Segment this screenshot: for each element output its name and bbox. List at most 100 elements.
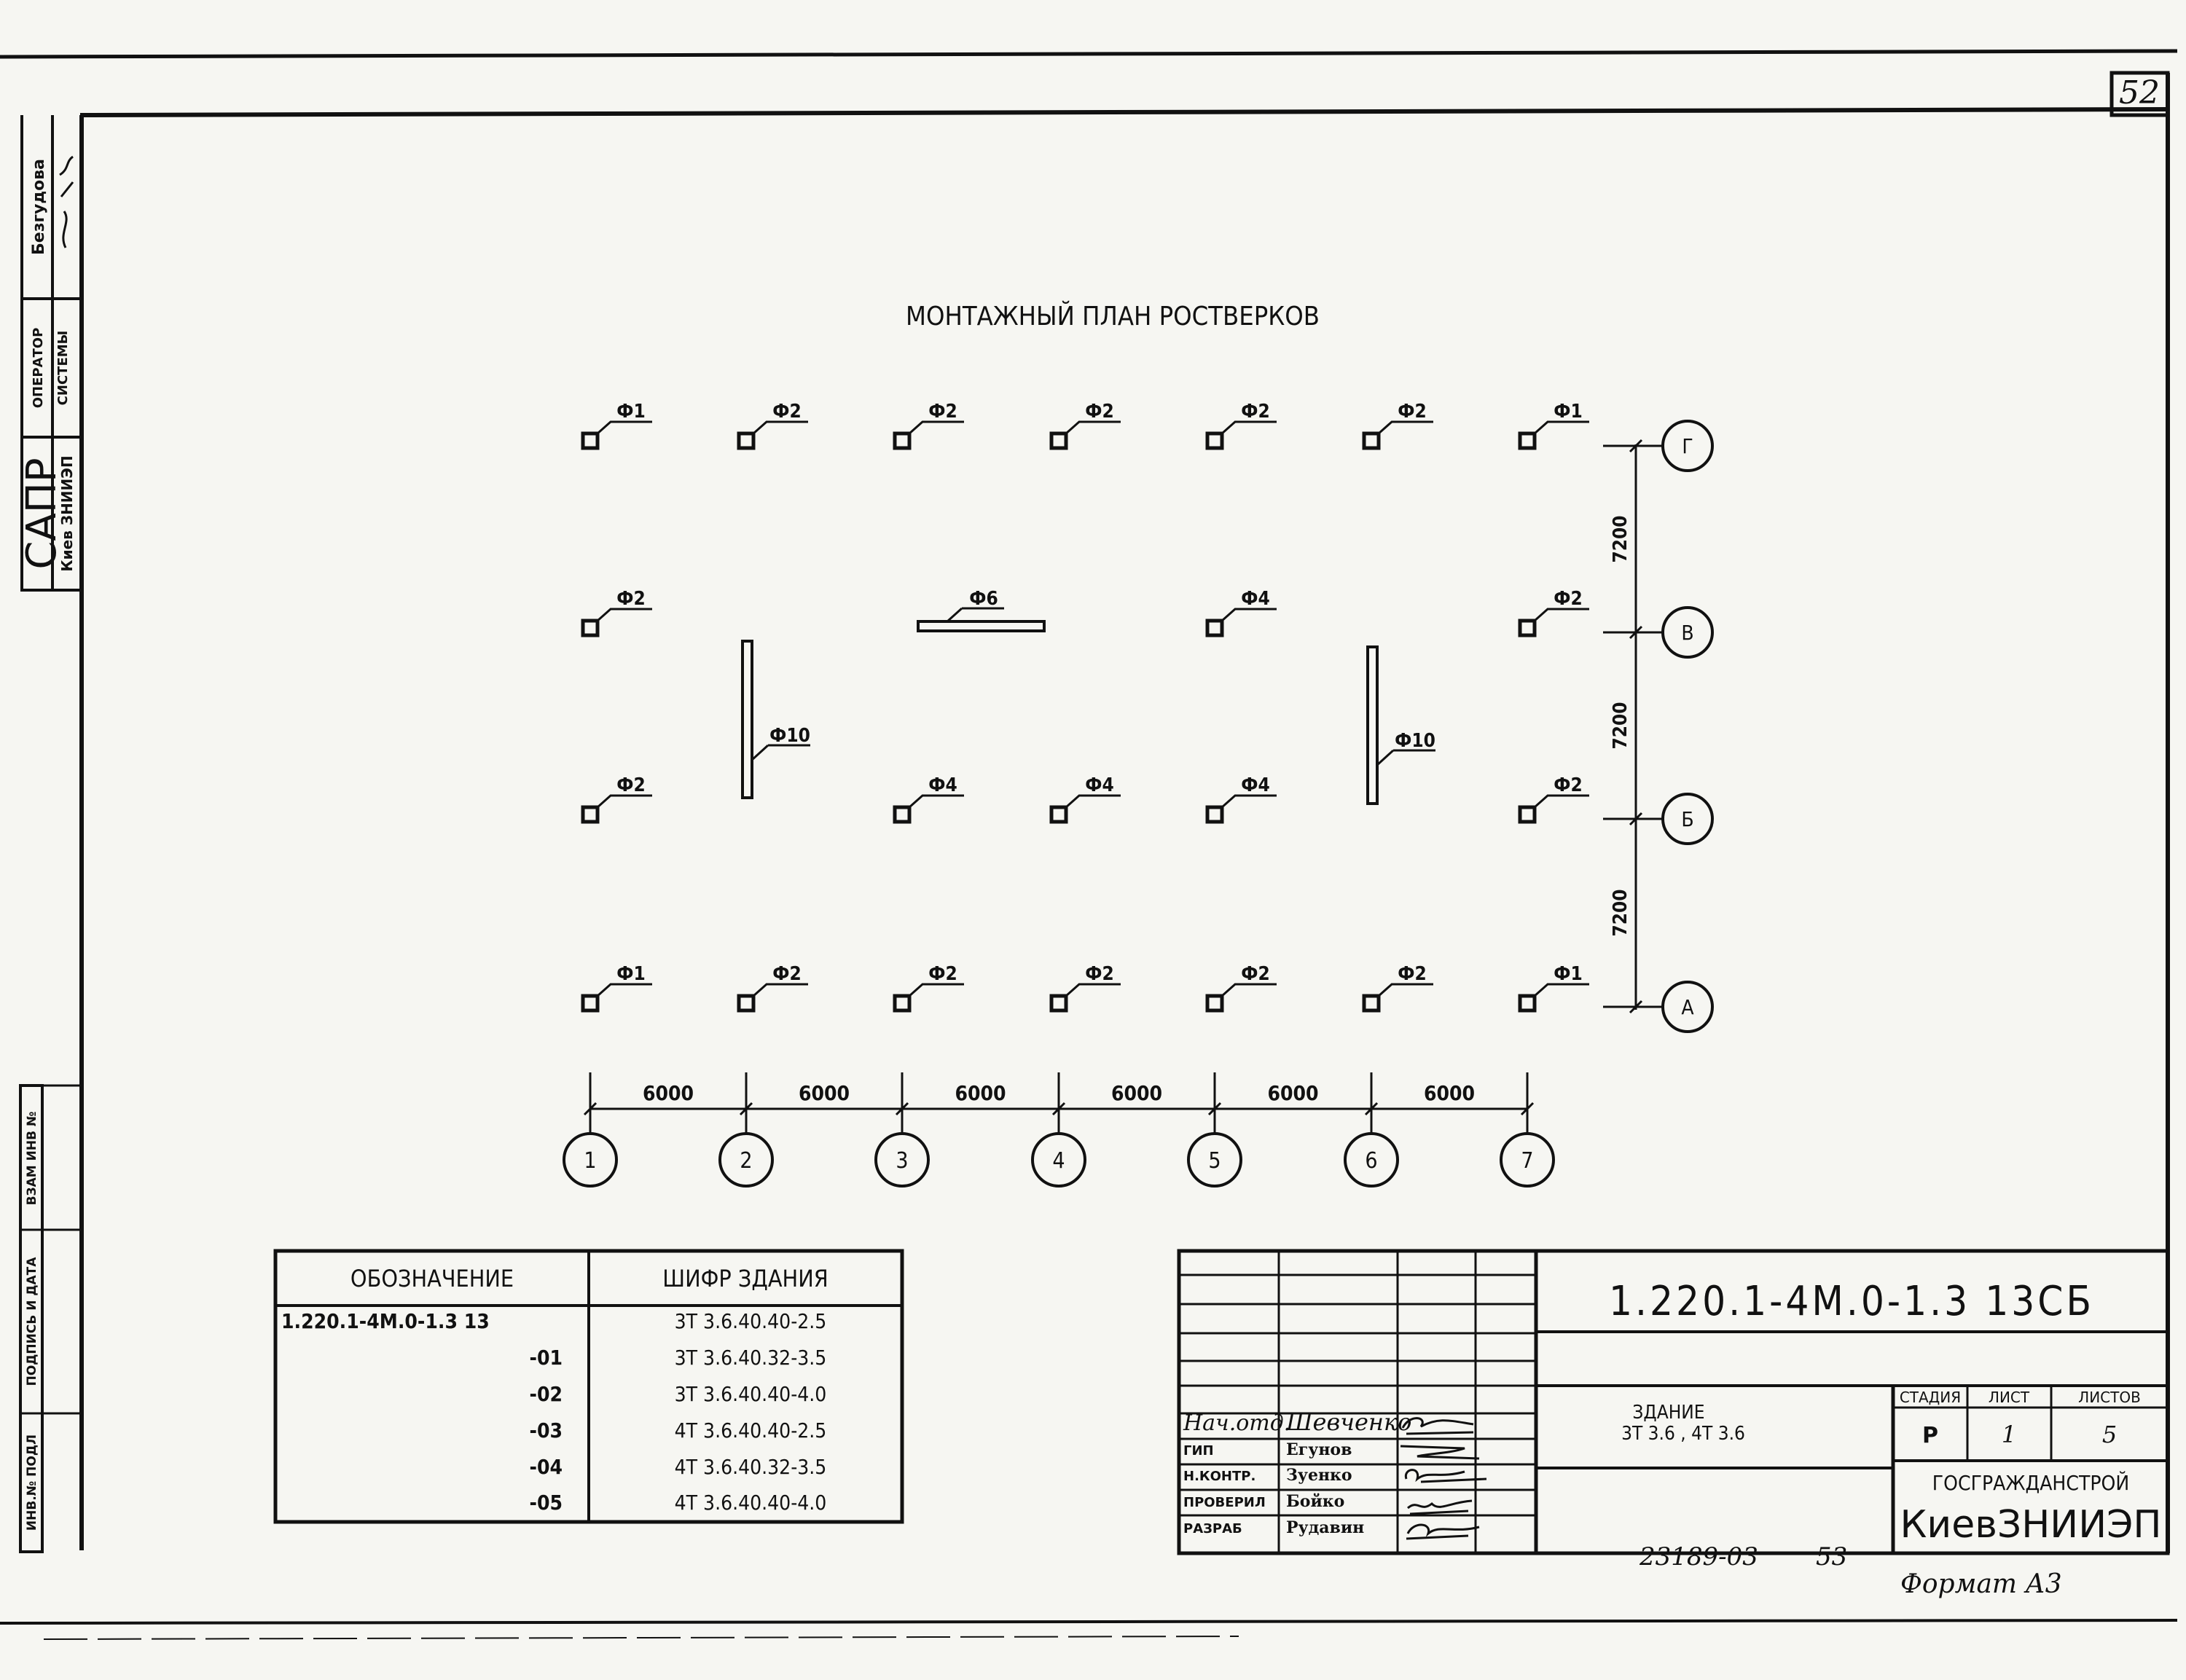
pad-r3-c6 bbox=[1518, 994, 1537, 1013]
drawing-title: МОНТАЖНЫЙ ПЛАН РОСТВЕРКОВ bbox=[906, 301, 1320, 331]
building-label: ЗДАНИЕ bbox=[1632, 1402, 1704, 1424]
building-value: 3Т 3.6 , 4Т 3.6 bbox=[1621, 1423, 1745, 1445]
axis-bubble-x-4 bbox=[1187, 1132, 1242, 1188]
role-0: Нач.отд. bbox=[1183, 1410, 1290, 1436]
pad-r3-c4 bbox=[1205, 994, 1224, 1013]
pad-r1-c0-leader bbox=[597, 608, 652, 622]
page-number: 53 bbox=[1816, 1542, 1847, 1571]
spec-row-1-code: -01 bbox=[529, 1346, 563, 1370]
pad-r2-c2 bbox=[893, 805, 912, 824]
axis-bubble-x-1 bbox=[718, 1132, 774, 1188]
dim-y-0: 7200 bbox=[1610, 515, 1631, 562]
pad-r1-c4-leader bbox=[1221, 608, 1277, 622]
axis-label-y-3: А bbox=[1681, 995, 1694, 1019]
pad-r3-c1 bbox=[737, 994, 756, 1013]
designation: 1.220.1-4М.0-1.3 13СБ bbox=[1609, 1278, 2094, 1325]
axis-label-x-1: 2 bbox=[740, 1148, 752, 1174]
pad-r0-c3-label: Ф2 bbox=[1085, 401, 1113, 423]
dim-y-1: 7200 bbox=[1610, 702, 1631, 749]
pad-r3-c0-leader bbox=[597, 983, 652, 997]
pad-r0-c1-label: Ф2 bbox=[772, 401, 801, 423]
dim-x-1: 6000 bbox=[799, 1081, 850, 1105]
pad-r3-c2-leader bbox=[909, 983, 964, 997]
dim-x-2: 6000 bbox=[955, 1081, 1006, 1105]
sheet-value: 1 bbox=[2002, 1421, 2016, 1448]
pad-r0-c5-leader bbox=[1378, 420, 1433, 435]
pad-r0-c1-leader bbox=[753, 420, 808, 435]
role-name-1: Егунов bbox=[1286, 1440, 1352, 1459]
pad-r1-c4-label: Ф4 bbox=[1241, 588, 1269, 610]
spec-row-0-code: 1.220.1-4М.0-1.3 13 bbox=[281, 1309, 490, 1333]
axis-bubble-x-6 bbox=[1500, 1132, 1555, 1188]
pad-r0-c0-leader bbox=[597, 420, 652, 435]
dim-x-4: 6000 bbox=[1267, 1081, 1318, 1105]
sheets-header: ЛИСТОВ bbox=[2078, 1389, 2141, 1406]
spec-row-4-code: -04 bbox=[529, 1455, 563, 1479]
sheet-number: 52 bbox=[2119, 74, 2160, 111]
pad-r0-c2-label: Ф2 bbox=[928, 401, 957, 423]
pad-r0-c0 bbox=[581, 431, 600, 450]
spec-row-5-code: -05 bbox=[529, 1491, 563, 1515]
axis-label-y-0: Г bbox=[1682, 434, 1693, 458]
org-2: КиевЗНИИЭП bbox=[1900, 1503, 2162, 1547]
axis-label-y-2: Б bbox=[1681, 807, 1693, 831]
pad-r3-c4-label: Ф2 bbox=[1241, 963, 1269, 985]
pad-r2-c0-label: Ф2 bbox=[616, 774, 645, 796]
axis-bubble-y-2 bbox=[1661, 793, 1714, 845]
beam-f10-1-label: Ф10 bbox=[769, 725, 810, 747]
pad-r3-c1-label: Ф2 bbox=[772, 963, 801, 985]
dim-x-3: 6000 bbox=[1111, 1081, 1162, 1105]
operator-label-1: ОПЕРАТОР bbox=[31, 328, 46, 409]
pad-r0-c3-leader bbox=[1065, 420, 1121, 435]
pad-r0-c5-label: Ф2 bbox=[1398, 401, 1426, 423]
pad-r2-c6-label: Ф2 bbox=[1554, 774, 1582, 796]
axis-bubble-y-1 bbox=[1661, 606, 1714, 659]
pad-r3-c1-leader bbox=[753, 983, 808, 997]
pad-r2-c6 bbox=[1518, 805, 1537, 824]
pad-r1-c6-label: Ф2 bbox=[1554, 588, 1582, 610]
pad-r2-c3 bbox=[1049, 805, 1068, 824]
operator-name: Безгудова bbox=[30, 159, 48, 255]
pad-r1-c0-label: Ф2 bbox=[616, 588, 645, 610]
format-label: Формат А3 bbox=[1900, 1569, 2062, 1599]
axis-bubble-y-0 bbox=[1661, 420, 1714, 472]
beam-f10-2-label: Ф10 bbox=[1395, 730, 1435, 752]
role-name-4: Рудавин bbox=[1286, 1518, 1364, 1537]
stage-header: СТАДИЯ bbox=[1900, 1389, 1961, 1406]
pad-r3-c5 bbox=[1362, 994, 1381, 1013]
inventory-number: 23189-03 bbox=[1639, 1542, 1758, 1571]
pad-r0-c5 bbox=[1362, 431, 1381, 450]
spec-header-code: ОБОЗНАЧЕНИЕ bbox=[350, 1265, 514, 1292]
spec-header-cipher: ШИФР ЗДАНИЯ bbox=[662, 1265, 828, 1292]
pad-r0-c4 bbox=[1205, 431, 1224, 450]
axis-bubble-x-3 bbox=[1031, 1132, 1086, 1188]
axis-bubble-x-5 bbox=[1344, 1132, 1399, 1188]
pad-r1-c6-leader bbox=[1534, 608, 1589, 622]
spec-row-5-cipher: 4Т 3.6.40.40-4.0 bbox=[675, 1491, 827, 1515]
role-name-0: Шевченко bbox=[1285, 1408, 1411, 1436]
pad-r0-c6-label: Ф1 bbox=[1554, 401, 1582, 423]
pad-r2-c2-label: Ф4 bbox=[928, 774, 957, 796]
axis-label-y-1: В bbox=[1681, 621, 1693, 645]
pad-r3-c2 bbox=[893, 994, 912, 1013]
inv-podl-label: ИНВ.№ ПОДЛ bbox=[25, 1434, 39, 1531]
axis-label-x-0: 1 bbox=[584, 1148, 596, 1174]
pad-r2-c0-leader bbox=[597, 794, 652, 809]
sapr-label: САПР bbox=[18, 458, 66, 569]
pad-r3-c6-label: Ф1 bbox=[1554, 963, 1582, 985]
axis-bubble-x-2 bbox=[874, 1132, 930, 1188]
pad-r3-c3 bbox=[1049, 994, 1068, 1013]
pad-r3-c4-leader bbox=[1221, 983, 1277, 997]
pad-r1-c0 bbox=[581, 619, 600, 637]
pad-r0-c6 bbox=[1518, 431, 1537, 450]
axis-label-x-2: 3 bbox=[896, 1148, 908, 1174]
axis-label-x-3: 4 bbox=[1052, 1148, 1065, 1174]
sapr-org: Киев ЗНИИЭП bbox=[58, 455, 76, 571]
spec-row-3-cipher: 4Т 3.6.40.40-2.5 bbox=[675, 1418, 827, 1442]
spec-table: ОБОЗНАЧЕНИЕ ШИФР ЗДАНИЯ 1.220.1-4М.0-1.3… bbox=[273, 1249, 904, 1524]
pad-r0-c4-leader bbox=[1221, 420, 1277, 435]
pad-r3-c3-leader bbox=[1065, 983, 1121, 997]
pad-r0-c4-label: Ф2 bbox=[1241, 401, 1269, 423]
spec-row-4-cipher: 4Т 3.6.40.32-3.5 bbox=[675, 1455, 827, 1479]
